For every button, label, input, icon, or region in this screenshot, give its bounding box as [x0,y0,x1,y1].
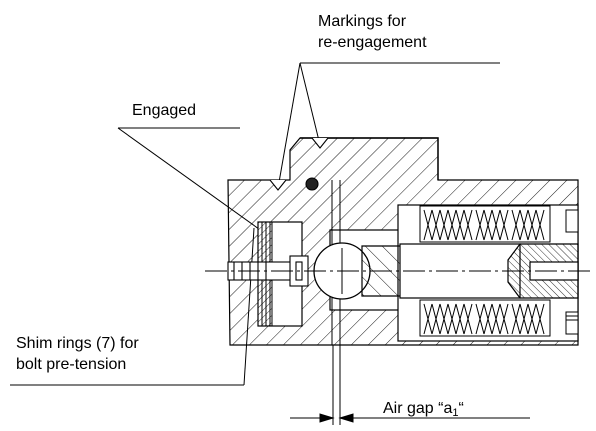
shim-rings-label-line1: Shim rings (7) for [16,335,139,352]
disc-springs-top [419,205,551,243]
markings-label-line2: re-engagement [318,34,427,51]
re-engagement-markings [269,137,329,191]
air-gap-label-subscript: 1 [452,407,459,419]
adjusting-screws [565,209,579,335]
air-gap-label: Air gap “a1“ [383,398,464,419]
air-gap-label-prefix: Air gap “a [383,400,453,417]
air-gap-label-suffix: “ [458,400,464,417]
engaged-label: Engaged [132,102,197,119]
disc-springs-bottom [419,299,551,337]
markings-label: Markings for re-engagement [318,11,427,53]
leader-lines [10,62,500,386]
left-bolt [227,255,309,287]
air-gap-dimension [290,345,530,425]
shim-rings-label-line2: bolt pre-tension [16,356,127,373]
markings-label-line1: Markings for [318,13,407,30]
shim-rings-label: Shim rings (7) for bolt pre-tension [16,333,139,375]
